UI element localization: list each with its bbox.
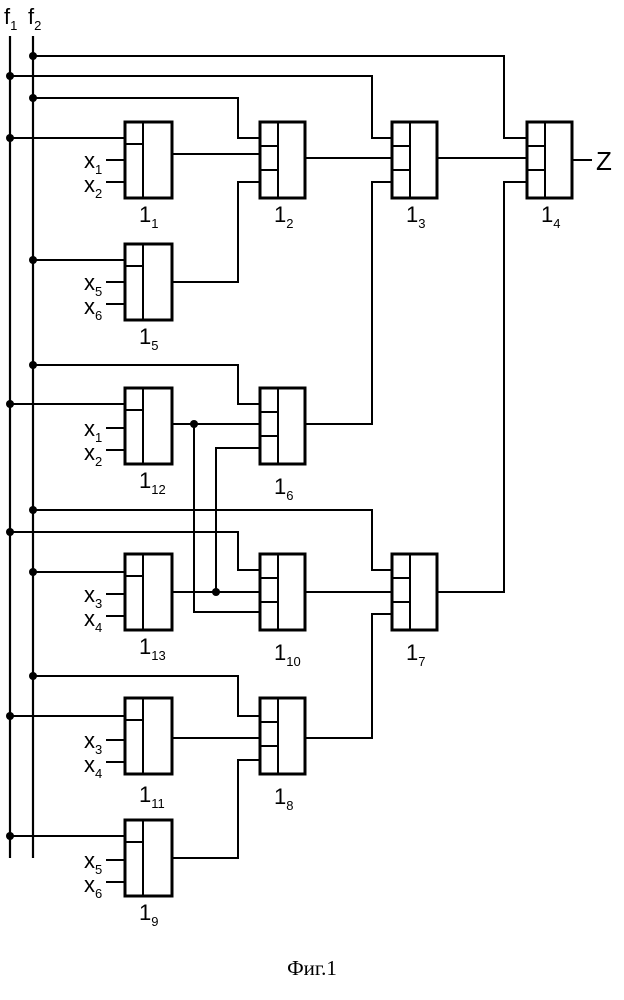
block-1-8: 18 [260,698,305,813]
block-label: 113 [139,634,166,663]
block-label: 12 [274,202,293,231]
block-1-7: 17 [392,554,437,669]
block-1-4: 14 [527,122,572,231]
junction-dots [6,52,220,840]
block-label: 17 [406,640,425,669]
block-label: 13 [406,202,425,231]
bus-f2-label: f2 [28,4,41,33]
block-label: 15 [139,324,158,353]
block-label: 111 [139,782,165,811]
block-1-3: 13 [392,122,437,231]
block-1-10: 110 [260,554,305,669]
bus-f1-label: f1 [4,4,17,33]
output-z-label: Z [596,146,612,176]
block-1-13: 113 x3 x4 [84,554,172,663]
block-1-6: 16 [260,388,305,503]
block-label: 112 [139,468,166,497]
block-1-2: 12 [260,122,305,231]
block-label: 18 [274,784,293,813]
block-label: 11 [139,202,158,231]
figure-caption: Фиг.1 [287,956,337,980]
block-label: 14 [541,202,560,231]
block-1-11: 111 x3 x4 [84,698,172,811]
block-label: 110 [274,640,301,669]
block-label: 16 [274,474,293,503]
block-label: 19 [139,900,158,929]
